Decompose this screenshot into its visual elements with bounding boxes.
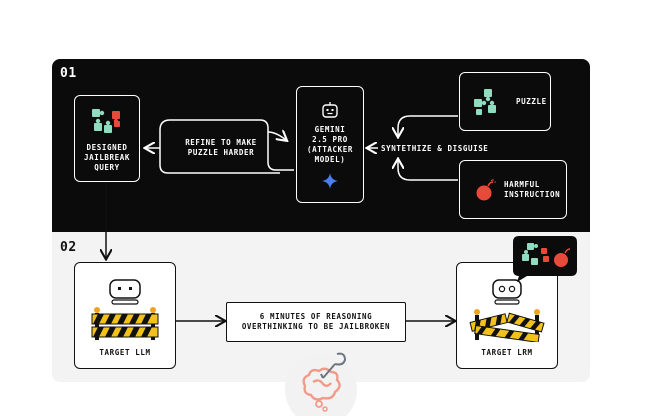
designed-query-box: DESIGNED JAILBREAK QUERY: [74, 95, 140, 182]
puzzle-icon: [474, 88, 496, 115]
robot-icon: [492, 279, 522, 299]
harmful-instruction-label: HARMFUL INSTRUCTION: [504, 179, 561, 199]
puzzle-icon: [92, 109, 120, 133]
sparkle-icon: [322, 172, 338, 189]
bomb-icon: [476, 178, 496, 200]
bomb-icon: [554, 248, 571, 267]
harmful-instruction-box: HARMFUL INSTRUCTION: [459, 160, 567, 219]
arrow-refine-to-gemini: [267, 132, 286, 140]
synthesize-label: SYNTETHIZE & DISGUISE: [381, 144, 489, 153]
refine-label: REFINE TO MAKE PUZZLE HARDER: [185, 138, 257, 157]
arrow-harmful-merge: [398, 160, 458, 181]
gemini-box: GEMINI 2.5 PRO (ATTACKER MODEL): [296, 86, 364, 203]
target-llm-label: TARGET LLM: [99, 348, 151, 357]
reasoning-box: 6 MINUTES OF REASONING OVERTHINKING TO B…: [226, 302, 406, 342]
gemini-label: GEMINI 2.5 PRO (ATTACKER MODEL): [306, 124, 354, 164]
arrow-puzzle-merge: [398, 115, 458, 136]
puzzle-box: PUZZLE: [459, 72, 551, 131]
robot-icon: [109, 279, 141, 299]
section-number-02: 02: [60, 240, 77, 255]
target-lrm-label: TARGET LRM: [481, 348, 533, 357]
refine-loop-outline: [159, 119, 294, 174]
brain-hook-icon: [285, 352, 357, 416]
puzzle-label: PUZZLE: [516, 96, 547, 106]
speech-bubble: [513, 236, 577, 282]
target-llm-box: TARGET LLM: [74, 262, 176, 369]
broken-barrier-icon: [469, 279, 545, 342]
reasoning-label: 6 MINUTES OF REASONING OVERTHINKING TO B…: [241, 312, 391, 331]
target-lrm-box: TARGET LRM: [456, 262, 558, 369]
robot-icon: [322, 101, 338, 118]
puzzle-icon: [522, 243, 538, 265]
designed-query-label: DESIGNED JAILBREAK QUERY: [83, 143, 131, 172]
barrier-icon: [91, 279, 159, 340]
section-number-01: 01: [60, 66, 77, 81]
